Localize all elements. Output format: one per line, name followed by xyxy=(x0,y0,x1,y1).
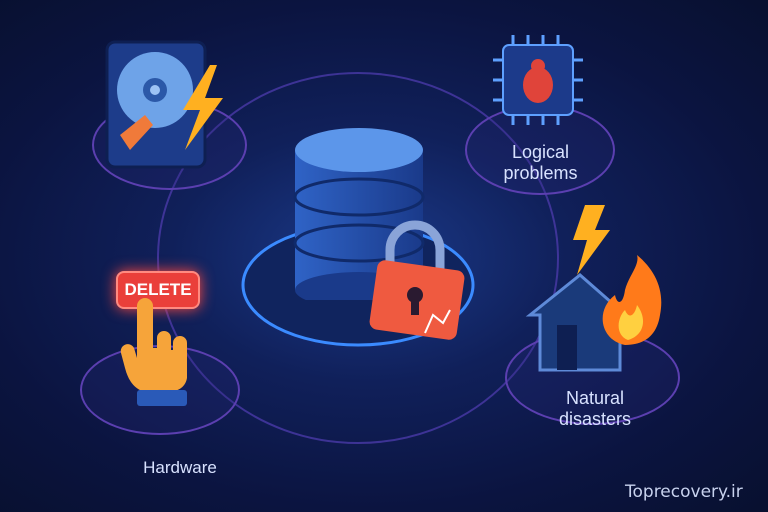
lightning-icon xyxy=(573,205,610,275)
natural-ring xyxy=(505,330,680,425)
hardware-label: Hardware xyxy=(143,458,217,477)
broken-lock-icon xyxy=(369,220,465,340)
watermark: Toprecovery.ir xyxy=(625,482,743,502)
house-fire-icon xyxy=(525,205,662,372)
pointing-hand-icon xyxy=(120,298,187,406)
outer-orbit xyxy=(157,72,559,444)
logical-problems-label: Logical problems xyxy=(503,142,578,183)
natural-disasters-label: Natural disasters xyxy=(558,388,632,429)
bug-chip-icon xyxy=(493,35,583,125)
delete-button[interactable]: DELETE xyxy=(116,271,200,309)
hard-drive-icon xyxy=(105,40,223,169)
logical-ring xyxy=(465,105,615,195)
